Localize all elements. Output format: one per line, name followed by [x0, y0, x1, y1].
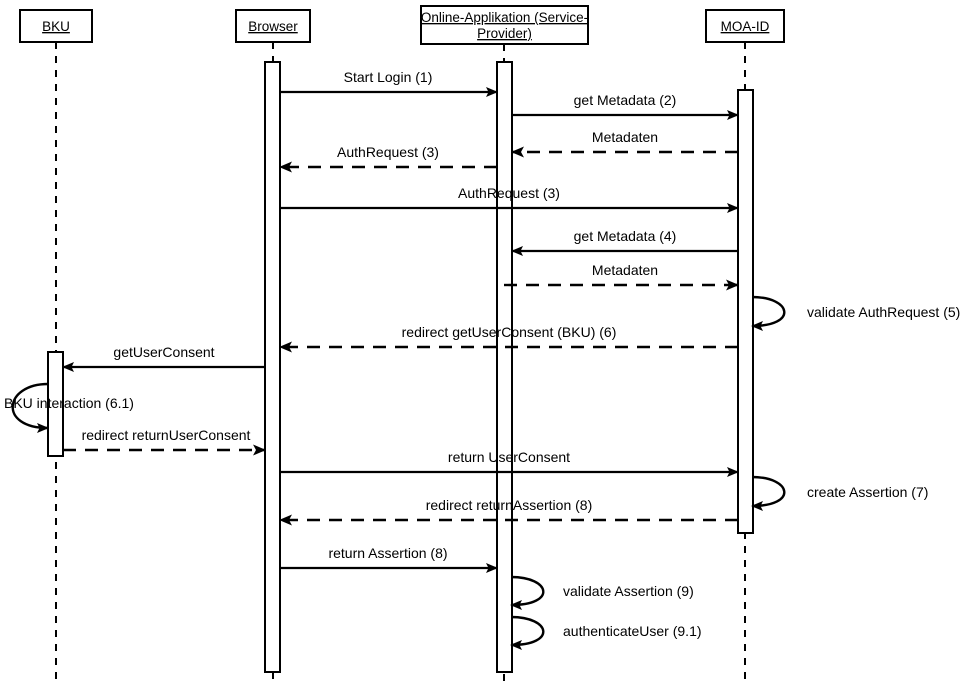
self-message-label-3: create Assertion (7)	[807, 484, 928, 500]
message-label-11: return UserConsent	[448, 449, 570, 465]
lifeline-head-label-browser: Browser	[248, 19, 298, 34]
activation-bar-browser-0	[264, 61, 281, 673]
self-message-loop-3	[751, 475, 786, 511]
self-message-loop-2	[11, 382, 49, 433]
lifeline-head-box-online-applikation[interactable]	[420, 5, 589, 45]
self-message-loop-4	[510, 575, 545, 610]
self-message-label-4: validate Assertion (9)	[563, 583, 694, 599]
self-message-4[interactable]: validate Assertion (9)	[510, 575, 694, 610]
self-message-5[interactable]: authenticateUser (9.1)	[510, 615, 702, 650]
messages-group: Start Login (1) get Metadata (2) Metadaten…	[62, 69, 739, 573]
message-label-12: redirect returnAssertion (8)	[426, 497, 593, 513]
activation-bar-moa-id-0	[737, 89, 754, 534]
self-message-label-5: authenticateUser (9.1)	[563, 623, 702, 639]
message-label-8: redirect getUserConsent (BKU) (6)	[402, 324, 617, 340]
self-message-label-1: validate AuthRequest (5)	[807, 304, 960, 320]
message-label-10: redirect returnUserConsent	[82, 427, 251, 443]
message-8[interactable]: redirect getUserConsent (BKU) (6)	[279, 324, 738, 353]
message-label-4: AuthRequest (3)	[337, 144, 439, 160]
message-label-6: get Metadata (4)	[574, 228, 677, 244]
lifeline-head-label-online-applikation: Online-Applikation (Service-	[421, 10, 588, 25]
self-message-loop-1	[751, 295, 786, 331]
message-1[interactable]: Start Login (1)	[280, 69, 498, 97]
message-4[interactable]: AuthRequest (3)	[279, 144, 497, 173]
lifeline-head-label-bku: BKU	[42, 19, 70, 34]
message-label-3: Metadaten	[592, 129, 658, 145]
message-7[interactable]: Metadaten	[504, 262, 739, 291]
self-messages-group: validate AuthRequest (5) BKU interaction …	[4, 295, 960, 650]
message-6[interactable]: get Metadata (4)	[511, 228, 738, 256]
message-label-9: getUserConsent	[113, 344, 214, 360]
message-label-2: get Metadata (2)	[574, 92, 677, 108]
message-label-13: return Assertion (8)	[328, 545, 447, 561]
message-label-1: Start Login (1)	[344, 69, 433, 85]
message-3[interactable]: Metadaten	[511, 129, 738, 158]
message-13[interactable]: return Assertion (8)	[280, 545, 498, 573]
message-label-5: AuthRequest (3)	[458, 185, 560, 201]
lifeline-heads-group: BKU Browser Online-Applikation (Service-Pr…	[19, 5, 785, 45]
self-message-2[interactable]: BKU interaction (6.1)	[4, 382, 134, 433]
lifeline-head-box-moa-id[interactable]	[705, 9, 785, 43]
message-9[interactable]: getUserConsent	[62, 344, 265, 372]
message-12[interactable]: redirect returnAssertion (8)	[279, 497, 738, 526]
message-label-7: Metadaten	[592, 262, 658, 278]
self-message-3[interactable]: create Assertion (7)	[751, 475, 928, 511]
activation-bar-bku-0	[47, 351, 64, 457]
lifeline-head-box-browser[interactable]	[235, 9, 311, 43]
lifeline-head-label-online-applikation: Provider)	[477, 26, 532, 41]
lifeline-head-label-moa-id: MOA-ID	[721, 19, 770, 34]
self-message-loop-5	[510, 615, 545, 650]
message-5[interactable]: AuthRequest (3)	[280, 185, 739, 213]
message-10[interactable]: redirect returnUserConsent	[63, 427, 266, 456]
message-2[interactable]: get Metadata (2)	[512, 92, 739, 120]
message-11[interactable]: return UserConsent	[280, 449, 739, 477]
lifeline-head-box-bku[interactable]	[19, 9, 93, 43]
activation-bar-online-applikation-0	[496, 61, 513, 673]
self-message-1[interactable]: validate AuthRequest (5)	[751, 295, 960, 331]
self-message-label-2: BKU interaction (6.1)	[4, 395, 134, 411]
